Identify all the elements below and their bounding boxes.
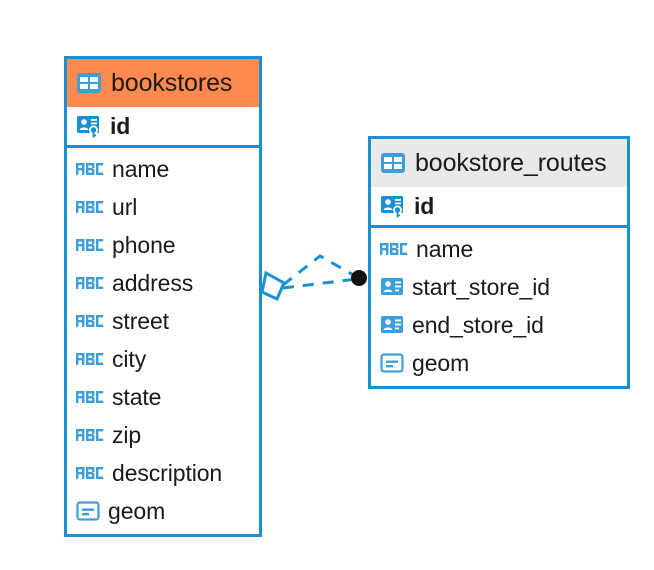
field-row-zip[interactable]: zip bbox=[67, 416, 259, 454]
field-row-phone[interactable]: phone bbox=[67, 226, 259, 264]
entity-title: bookstore_routes bbox=[415, 148, 607, 177]
field-label: address bbox=[112, 269, 194, 296]
text-abc-icon bbox=[76, 312, 104, 330]
diamond-marker bbox=[260, 270, 286, 302]
field-label: name bbox=[416, 235, 474, 262]
field-row-name[interactable]: name bbox=[67, 150, 259, 188]
field-row-end-store-id[interactable]: end_store_id bbox=[371, 306, 627, 344]
primary-key-separator bbox=[371, 225, 627, 228]
field-row-geom[interactable]: geom bbox=[371, 344, 627, 382]
field-label: zip bbox=[112, 421, 142, 448]
field-row-state[interactable]: state bbox=[67, 378, 259, 416]
field-label: url bbox=[112, 193, 138, 220]
field-row-name[interactable]: name bbox=[371, 230, 627, 268]
table-icon bbox=[380, 152, 406, 174]
field-label: start_store_id bbox=[412, 273, 550, 300]
field-label: id bbox=[414, 192, 435, 219]
table-icon bbox=[76, 72, 102, 94]
geometry-icon bbox=[380, 352, 404, 374]
field-label: end_store_id bbox=[412, 311, 544, 338]
entity-header-bookstore-routes[interactable]: bookstore_routes bbox=[371, 139, 627, 187]
entity-title: bookstores bbox=[111, 68, 233, 97]
field-row-geom[interactable]: geom bbox=[67, 492, 259, 530]
primary-key-icon bbox=[380, 194, 406, 218]
entity-bookstore-routes[interactable]: bookstore_routes id bbox=[368, 136, 630, 389]
field-label: geom bbox=[108, 497, 166, 524]
field-row-start-store-id[interactable]: start_store_id bbox=[371, 268, 627, 306]
text-abc-icon bbox=[76, 388, 104, 406]
entity-header-bookstores[interactable]: bookstores bbox=[67, 59, 259, 107]
text-abc-icon bbox=[76, 160, 104, 178]
text-abc-icon bbox=[76, 236, 104, 254]
field-label: description bbox=[112, 459, 223, 486]
field-row-city[interactable]: city bbox=[67, 340, 259, 378]
field-row-url[interactable]: url bbox=[67, 188, 259, 226]
text-abc-icon bbox=[76, 198, 104, 216]
entity-bookstores[interactable]: bookstores id bbox=[64, 56, 262, 537]
text-abc-icon bbox=[76, 274, 104, 292]
text-abc-icon bbox=[380, 240, 408, 258]
field-label: name bbox=[112, 155, 170, 182]
field-list-bookstores: name bbox=[67, 148, 259, 534]
field-label: state bbox=[112, 383, 162, 410]
field-row-description[interactable]: description bbox=[67, 454, 259, 492]
geometry-icon bbox=[76, 500, 100, 522]
text-abc-icon bbox=[76, 464, 104, 482]
field-list-bookstore-routes: name start_store_id bbox=[371, 228, 627, 386]
field-label: city bbox=[112, 345, 147, 372]
relationship-line-upper bbox=[282, 254, 358, 287]
field-label: street bbox=[112, 307, 169, 334]
foreign-key-icon bbox=[380, 276, 404, 298]
primary-key-separator bbox=[67, 145, 259, 148]
field-row-address[interactable]: address bbox=[67, 264, 259, 302]
relationship-line-lower bbox=[282, 277, 358, 290]
dot-marker bbox=[351, 270, 367, 286]
field-label: phone bbox=[112, 231, 176, 258]
field-row-street[interactable]: street bbox=[67, 302, 259, 340]
primary-key-icon bbox=[76, 114, 102, 138]
field-row-id[interactable]: id bbox=[371, 187, 627, 225]
field-label: id bbox=[110, 112, 131, 139]
text-abc-icon bbox=[76, 350, 104, 368]
text-abc-icon bbox=[76, 426, 104, 444]
field-row-id[interactable]: id bbox=[67, 107, 259, 145]
foreign-key-icon bbox=[380, 314, 404, 336]
field-label: geom bbox=[412, 349, 470, 376]
